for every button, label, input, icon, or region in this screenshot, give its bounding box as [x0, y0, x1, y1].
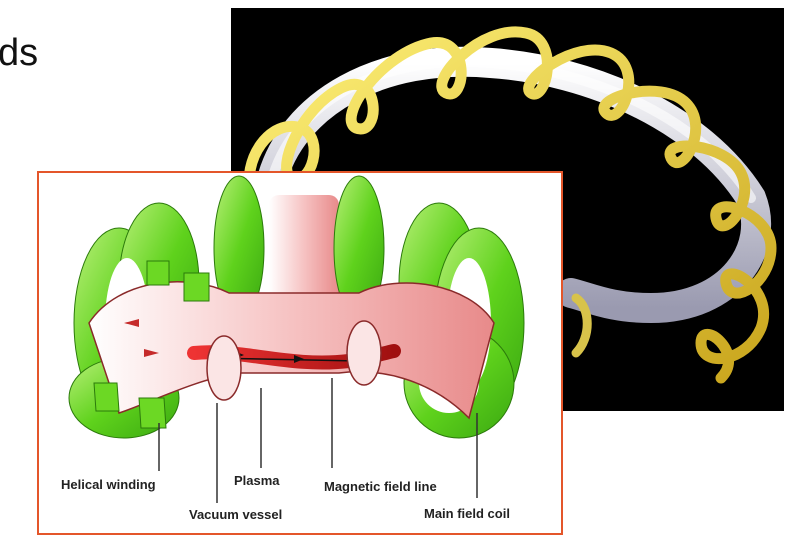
stellarator-diagram: Helical winding Plasma Magnetic field li…	[37, 171, 563, 535]
label-magnetic-field-line: Magnetic field line	[324, 479, 437, 494]
label-helical-winding: Helical winding	[61, 477, 156, 492]
label-plasma: Plasma	[234, 473, 280, 488]
slide-title-fragment: ds	[0, 32, 38, 75]
label-main-field-coil: Main field coil	[424, 506, 510, 521]
label-vacuum-vessel: Vacuum vessel	[189, 507, 282, 522]
